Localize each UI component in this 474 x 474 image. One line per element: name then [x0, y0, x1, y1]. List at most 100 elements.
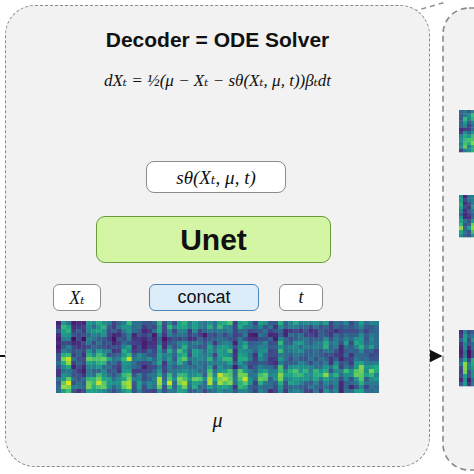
spectrogram-cell: [152, 353, 157, 357]
spectrogram-cell: [96, 377, 101, 381]
spectrogram-cell: [218, 341, 223, 345]
spectrogram-cell: [101, 377, 106, 381]
spectrogram-cell: [318, 341, 323, 345]
spectrogram-cell: [278, 325, 283, 329]
spectrogram-cell: [91, 373, 96, 377]
spectrogram-cell: [112, 353, 117, 357]
spectrogram-cell: [127, 373, 132, 377]
spectrogram-cell: [56, 337, 61, 341]
spectrogram-cell: [101, 321, 106, 325]
spectrogram-cell: [117, 325, 122, 329]
mu-label: μ: [56, 409, 379, 432]
spectrogram-cell: [467, 209, 471, 213]
spectrogram-cell: [263, 385, 268, 389]
spectrogram-cell: [308, 345, 313, 349]
spectrogram-cell: [364, 389, 369, 393]
spectrogram-cell: [192, 333, 197, 337]
spectrogram-cell: [303, 389, 308, 393]
spectrogram-cell: [253, 325, 258, 329]
spectrogram-cell: [339, 361, 344, 365]
spectrogram-cell: [187, 329, 192, 333]
spectrogram-cell: [172, 353, 177, 357]
spectrogram-cell: [202, 373, 207, 377]
spectrogram-cell: [323, 321, 328, 325]
spectrogram-cell: [339, 381, 344, 385]
spectrogram-cell: [112, 349, 117, 353]
spectrogram-cell: [192, 349, 197, 353]
spectrogram-cell: [147, 373, 152, 377]
spectrogram-cell: [223, 357, 228, 361]
spectrogram-cell: [122, 337, 127, 341]
spectrogram-cell: [197, 321, 202, 325]
spectrogram-cell: [268, 361, 273, 365]
spectrogram-cell: [106, 385, 111, 389]
spectrogram-cell: [197, 365, 202, 369]
spectrogram-cell: [56, 365, 61, 369]
spectrogram-cell: [339, 377, 344, 381]
spectrogram-cell: [223, 377, 228, 381]
spectrogram-cell: [318, 365, 323, 369]
spectrogram-cell: [177, 373, 182, 377]
spectrogram-cell: [303, 365, 308, 369]
spectrogram-cell: [157, 389, 162, 393]
spectrogram-cell: [101, 341, 106, 345]
spectrogram-cell: [162, 333, 167, 337]
spectrogram-cell: [359, 357, 364, 361]
spectrogram-cell: [177, 321, 182, 325]
spectrogram-cell: [223, 389, 228, 393]
spectrogram-cell: [117, 341, 122, 345]
spectrogram-cell: [182, 337, 187, 341]
spectrogram-cell: [471, 350, 474, 354]
spectrogram-cell: [142, 389, 147, 393]
spectrogram-cell: [268, 341, 273, 345]
spectrogram-cell: [329, 329, 334, 333]
spectrogram-cell: [96, 349, 101, 353]
spectrogram-cell: [467, 117, 471, 121]
spectrogram-cell: [253, 337, 258, 341]
spectrogram-cell: [187, 373, 192, 377]
spectrogram-cell: [157, 337, 162, 341]
spectrogram-cell: [127, 377, 132, 381]
spectrogram-cell: [96, 333, 101, 337]
spectrogram-cell: [471, 362, 474, 366]
spectrogram-cell: [192, 385, 197, 389]
spectrogram-cell: [349, 353, 354, 357]
spectrogram-cell: [467, 358, 471, 362]
spectrogram-cell: [223, 385, 228, 389]
spectrogram-cell: [167, 369, 172, 373]
spectrogram-cell: [117, 385, 122, 389]
spectrogram-cell: [243, 341, 248, 345]
spectrogram-cell: [207, 345, 212, 349]
spectrogram-cell: [228, 349, 233, 353]
spectrogram-cell: [459, 223, 463, 227]
spectrogram-cell: [268, 389, 273, 393]
spectrogram-cell: [218, 389, 223, 393]
spectrogram-cell: [172, 389, 177, 393]
spectrogram-cell: [212, 349, 217, 353]
spectrogram-cell: [293, 325, 298, 329]
spectrogram-cell: [142, 377, 147, 381]
spectrogram-cell: [137, 341, 142, 345]
input-box: Xₜ: [53, 284, 101, 311]
spectrogram-cell: [283, 373, 288, 377]
spectrogram-cell: [137, 357, 142, 361]
spectrogram-cell: [167, 353, 172, 357]
spectrogram-cell: [243, 361, 248, 365]
spectrogram-cell: [349, 357, 354, 361]
spectrogram-cell: [253, 353, 258, 357]
spectrogram-cell: [313, 341, 318, 345]
spectrogram-cell: [253, 381, 258, 385]
spectrogram-cell: [187, 353, 192, 357]
spectrogram-cell: [212, 381, 217, 385]
spectrogram-cell: [132, 353, 137, 357]
spectrogram-cell: [182, 381, 187, 385]
spectrogram-cell: [349, 365, 354, 369]
spectrogram-cell: [283, 341, 288, 345]
spectrogram-cell: [349, 321, 354, 325]
spectrogram-cell: [86, 357, 91, 361]
spectrogram-cell: [283, 349, 288, 353]
spectrogram-cell: [344, 349, 349, 353]
spectrogram-cell: [122, 385, 127, 389]
spectrogram-cell: [349, 325, 354, 329]
spectrogram-cell: [192, 329, 197, 333]
